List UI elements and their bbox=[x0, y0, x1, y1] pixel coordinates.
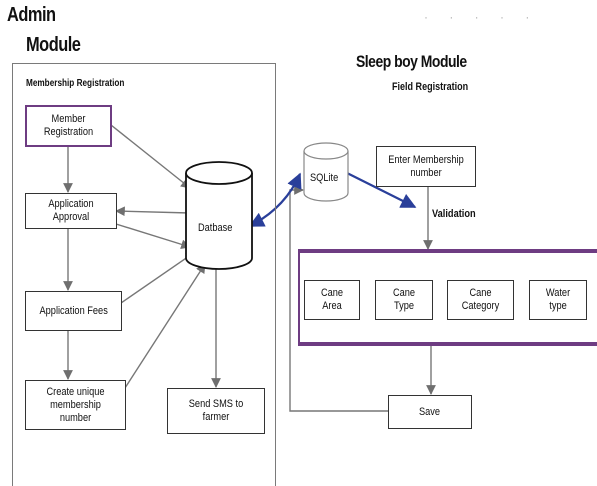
enter-membership-label: Enter Membership number bbox=[388, 153, 464, 179]
member-registration-label: Member Registration bbox=[43, 113, 94, 138]
validation-label: Validation bbox=[432, 208, 476, 220]
application-fees-box: Application Fees bbox=[25, 291, 122, 331]
application-approval-label: Application Approval bbox=[48, 198, 94, 223]
sleep-boy-module-heading: Sleep boy Module bbox=[356, 52, 467, 71]
admin-heading: Admin bbox=[7, 4, 56, 26]
application-approval-box: Application Approval bbox=[25, 193, 117, 229]
create-unique-membership-label: Create unique membership number bbox=[46, 385, 105, 424]
arrow-member-to-database bbox=[110, 124, 191, 189]
field-form-bottom-bar bbox=[298, 342, 597, 346]
field-form-left-edge bbox=[298, 249, 300, 346]
send-sms-box: Send SMS to farmer bbox=[167, 388, 265, 434]
decorative-dots: · · · · · bbox=[424, 10, 539, 24]
link-sqlite-enter bbox=[346, 172, 417, 208]
arrow-create-to-database bbox=[124, 263, 206, 389]
field-form-top-bar bbox=[298, 249, 597, 253]
enter-membership-box: Enter Membership number bbox=[376, 146, 476, 187]
field-item-cane-area: Cane Area bbox=[304, 280, 360, 320]
database-cylinder bbox=[185, 161, 253, 270]
sqlite-label: SQLite bbox=[310, 172, 339, 184]
application-fees-label: Application Fees bbox=[39, 304, 108, 317]
arrow-fees-to-database bbox=[120, 251, 196, 304]
save-label: Save bbox=[419, 405, 441, 418]
database-label: Datbase bbox=[198, 222, 233, 234]
field-registration-heading: Field Registration bbox=[392, 81, 469, 93]
arrow-approval-to-database bbox=[115, 223, 191, 250]
create-unique-membership-box: Create unique membership number bbox=[25, 380, 126, 430]
membership-registration-heading: Membership Registration bbox=[26, 78, 125, 89]
field-item-cane-category: Cane Category bbox=[447, 280, 514, 320]
arrow-database-to-approval bbox=[115, 206, 191, 217]
save-box: Save bbox=[388, 395, 472, 429]
field-item-water-type: Water type bbox=[529, 280, 587, 320]
link-database-sqlite bbox=[248, 172, 302, 227]
module-heading: Module bbox=[26, 34, 81, 56]
admin-module-panel bbox=[12, 63, 276, 486]
send-sms-label: Send SMS to farmer bbox=[188, 398, 244, 423]
field-item-cane-type: Cane Type bbox=[375, 280, 433, 320]
sqlite-cylinder bbox=[303, 142, 349, 202]
member-registration-box: Member Registration bbox=[25, 105, 112, 147]
